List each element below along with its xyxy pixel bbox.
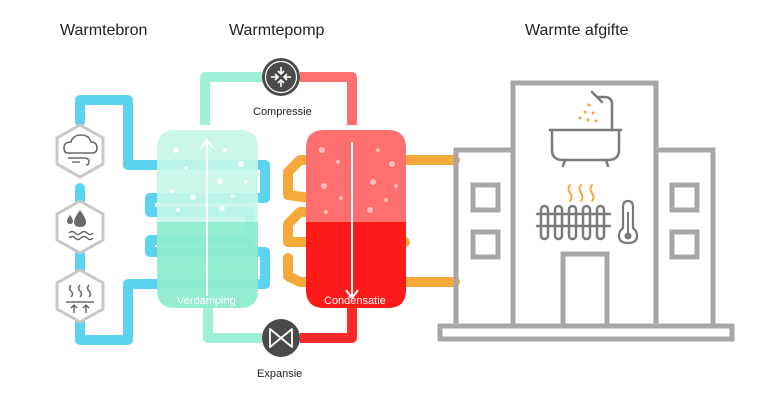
- evaporator-tank: [157, 130, 258, 308]
- label-condensatie: Condensatie: [324, 295, 386, 307]
- refrigerant-pipe-bottom-cold: [203, 305, 262, 343]
- compressor-arrows-icon: [262, 58, 300, 96]
- label-expansie: Expansie: [257, 368, 303, 380]
- water-drops-waves-icon: [55, 199, 105, 255]
- heading-warmte-afgifte: Warmte afgifte: [525, 22, 629, 39]
- thermometer-icon: [617, 199, 639, 245]
- expansion-valve-icon: [262, 319, 300, 357]
- condenser-tank: [306, 130, 406, 308]
- label-verdamping: Verdamping: [177, 295, 236, 307]
- building-outline: [437, 80, 735, 342]
- heading-warmtebron: Warmtebron: [60, 22, 148, 39]
- ground-heat-icon: [55, 268, 105, 324]
- bathtub-shower-icon: [548, 90, 623, 168]
- cloud-wind-icon: [55, 123, 105, 179]
- heading-warmtepomp: Warmtepomp: [229, 22, 325, 39]
- radiator-heat-icon: [535, 184, 612, 241]
- label-compressie: Compressie: [253, 106, 312, 118]
- refrigerant-pipe-top-hot: [300, 72, 357, 125]
- refrigerant-pipe-bottom-hot: [300, 305, 357, 343]
- refrigerant-pipe-top-cold: [200, 72, 262, 125]
